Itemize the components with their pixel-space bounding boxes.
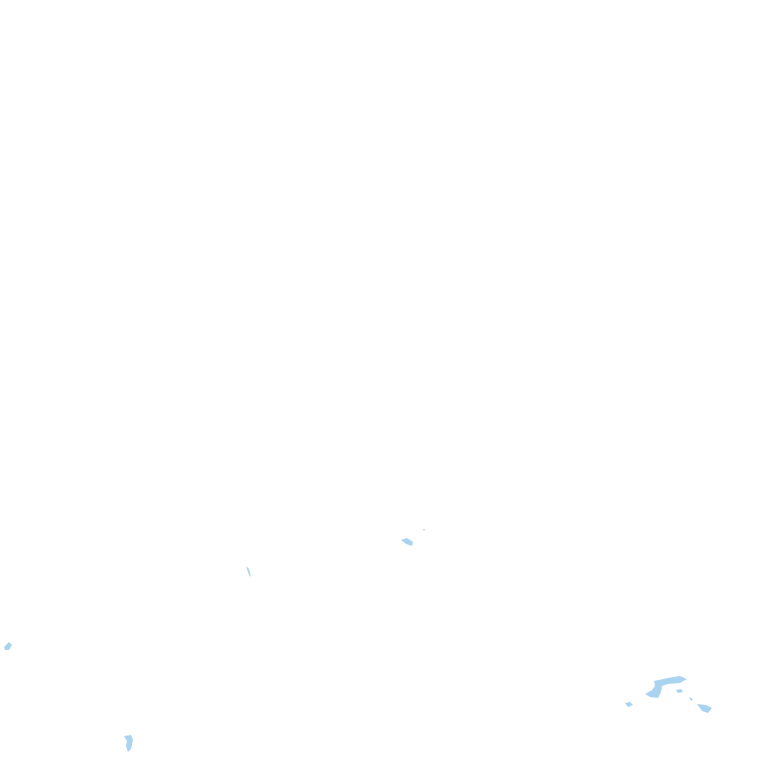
water-feature-9: [676, 689, 693, 701]
water-feature-1: [401, 538, 413, 546]
water-feature-5: [124, 735, 133, 752]
water-feature-4: [4, 642, 12, 650]
water-feature-6: [645, 676, 687, 698]
water-feature-7: [697, 704, 712, 713]
water-feature-8: [625, 702, 633, 707]
water-feature-3: [423, 529, 425, 531]
water-feature-2: [246, 566, 251, 577]
